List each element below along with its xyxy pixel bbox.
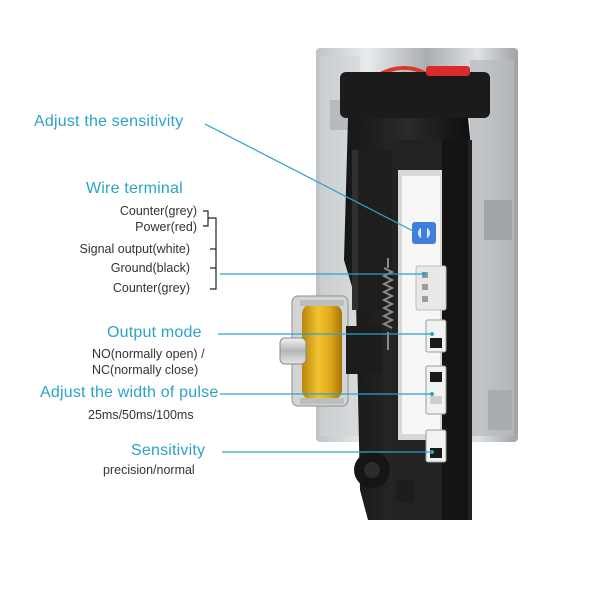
sensitivity-potentiometer — [412, 222, 436, 244]
output-mode-no: NO(normally open) / — [92, 347, 205, 361]
sensitivity-switch — [425, 429, 447, 463]
leader-lines — [204, 123, 432, 453]
wire-connector — [415, 265, 447, 311]
wire-bracket — [203, 210, 217, 290]
wire-terminal-title: Wire terminal — [86, 180, 183, 197]
output-mode-switch — [425, 319, 447, 353]
pulse-width-title: Adjust the width of pulse — [40, 384, 219, 401]
pulse-width-options: 25ms/50ms/100ms — [88, 408, 194, 422]
top-bracket — [340, 72, 490, 118]
adjust-sensitivity-title: Adjust the sensitivity — [34, 113, 184, 130]
wire-counter-grey-1: Counter(grey) — [119, 204, 197, 218]
coin-return-knob — [354, 452, 414, 502]
yellow-solenoid-coil — [279, 295, 382, 407]
spring — [381, 258, 395, 350]
wire-signal-output-white: Signal output(white) — [79, 242, 190, 256]
pulse-width-switch — [425, 365, 447, 415]
wire-ground-black: Ground(black) — [110, 261, 190, 275]
sensitivity-title: Sensitivity — [131, 442, 206, 459]
output-mode-title: Output mode — [107, 324, 202, 341]
output-mode-nc: NC(normally close) — [92, 363, 199, 377]
wire-counter-grey-2: Counter(grey) — [112, 281, 190, 295]
sensitivity-options: precision/normal — [103, 463, 195, 477]
wire-power-red: Power(red) — [135, 220, 197, 234]
